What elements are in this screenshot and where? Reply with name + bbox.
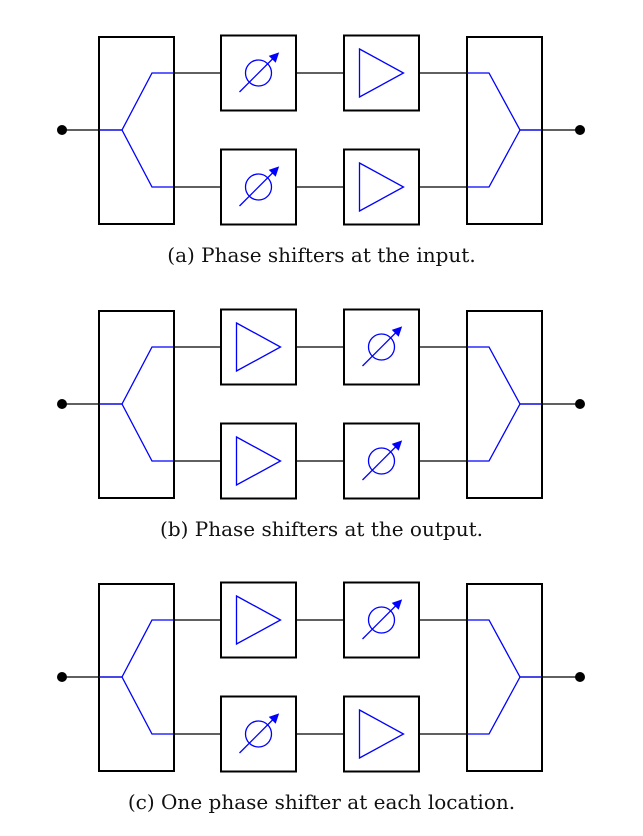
input-terminal bbox=[57, 672, 67, 682]
amplifier-triangle bbox=[235, 321, 282, 373]
top-second-box bbox=[343, 34, 420, 112]
power-combiner bbox=[466, 310, 543, 499]
diagram-c bbox=[57, 581, 585, 773]
bottom-second-box bbox=[343, 148, 420, 226]
power-combiner bbox=[466, 583, 543, 772]
phase-shifter-arrow-shaft bbox=[239, 716, 276, 754]
power-combiner bbox=[466, 36, 543, 225]
amplifier-icon bbox=[358, 708, 405, 760]
phase-shifter-icon bbox=[362, 326, 403, 367]
output-terminal bbox=[575, 672, 585, 682]
amplifier-triangle bbox=[358, 161, 405, 213]
phase-shifter-arrow-head bbox=[268, 52, 280, 63]
phase-shifter-icon bbox=[362, 440, 403, 481]
amplifier-icon bbox=[235, 594, 282, 646]
combiner-path-top bbox=[467, 346, 542, 405]
amplifier-icon bbox=[358, 47, 405, 99]
splitter-path-bottom bbox=[121, 403, 174, 462]
bottom-second-box bbox=[343, 695, 420, 773]
output-terminal bbox=[575, 125, 585, 135]
splitter-path-bottom bbox=[121, 129, 174, 188]
input-terminal bbox=[57, 125, 67, 135]
bottom-first-box bbox=[220, 422, 297, 500]
phase-shifter-arrow-head bbox=[391, 599, 403, 610]
power-splitter bbox=[98, 36, 175, 225]
amplifier-icon bbox=[358, 161, 405, 213]
wires bbox=[62, 619, 580, 735]
phase-shifter-arrow-head bbox=[391, 440, 403, 451]
splitter-path-top bbox=[99, 72, 174, 131]
phase-shifter-circle bbox=[367, 333, 396, 361]
combiner-path-bottom bbox=[467, 676, 521, 735]
phase-shifter-arrow-head bbox=[268, 166, 280, 177]
phase-shifter-arrow-shaft bbox=[362, 602, 399, 640]
splitter-path-bottom bbox=[121, 676, 174, 735]
phase-shifter-arrow-shaft bbox=[239, 55, 276, 93]
phase-shifter-arrow-head bbox=[391, 326, 403, 337]
diagram-b bbox=[57, 308, 585, 500]
amplifier-icon bbox=[235, 435, 282, 487]
combiner-path-top bbox=[467, 619, 542, 678]
phase-shifter-icon bbox=[362, 599, 403, 640]
panel-a: (a) Phase shifters at the input. bbox=[0, 0, 643, 270]
branch-components bbox=[220, 34, 420, 226]
diagram-a bbox=[57, 34, 585, 226]
splitter-path-top bbox=[99, 619, 174, 678]
phase-shifter-circle bbox=[244, 720, 273, 748]
wires bbox=[62, 346, 580, 462]
phase-shifter-arrow-shaft bbox=[362, 443, 399, 481]
amplifier-triangle bbox=[358, 708, 405, 760]
panel-b: (b) Phase shifters at the output. bbox=[0, 274, 643, 544]
phase-shifter-icon bbox=[239, 52, 280, 93]
phase-shifter-arrow-shaft bbox=[362, 329, 399, 367]
caption-b: (b) Phase shifters at the output. bbox=[160, 517, 483, 541]
phase-shifter-circle bbox=[367, 447, 396, 475]
splitter-path-top bbox=[99, 346, 174, 405]
phase-shifter-arrow-shaft bbox=[239, 169, 276, 207]
phase-shifter-icon bbox=[239, 166, 280, 207]
caption-a: (a) Phase shifters at the input. bbox=[167, 243, 476, 267]
combiner-path-bottom bbox=[467, 403, 521, 462]
top-first-box bbox=[220, 581, 297, 659]
output-terminal bbox=[575, 399, 585, 409]
bottom-first-box bbox=[220, 148, 297, 226]
wires bbox=[62, 72, 580, 188]
phase-shifter-circle bbox=[367, 606, 396, 634]
amplifier-triangle bbox=[358, 47, 405, 99]
top-first-box bbox=[220, 308, 297, 386]
power-splitter bbox=[98, 583, 175, 772]
branch-components bbox=[220, 581, 420, 773]
branch-components bbox=[220, 308, 420, 500]
amplifier-icon bbox=[235, 321, 282, 373]
phase-shifter-arrow-head bbox=[268, 713, 280, 724]
caption-c: (c) One phase shifter at each location. bbox=[127, 790, 516, 814]
combiner-path-bottom bbox=[467, 129, 521, 188]
phase-shifter-circle bbox=[244, 59, 273, 87]
amplifier-triangle bbox=[235, 594, 282, 646]
input-terminal bbox=[57, 399, 67, 409]
combiner-path-top bbox=[467, 72, 542, 131]
panel-c: (c) One phase shifter at each location. bbox=[0, 547, 643, 836]
phase-shifter-circle bbox=[244, 173, 273, 201]
amplifier-triangle bbox=[235, 435, 282, 487]
power-splitter bbox=[98, 310, 175, 499]
phase-shifter-icon bbox=[239, 713, 280, 754]
